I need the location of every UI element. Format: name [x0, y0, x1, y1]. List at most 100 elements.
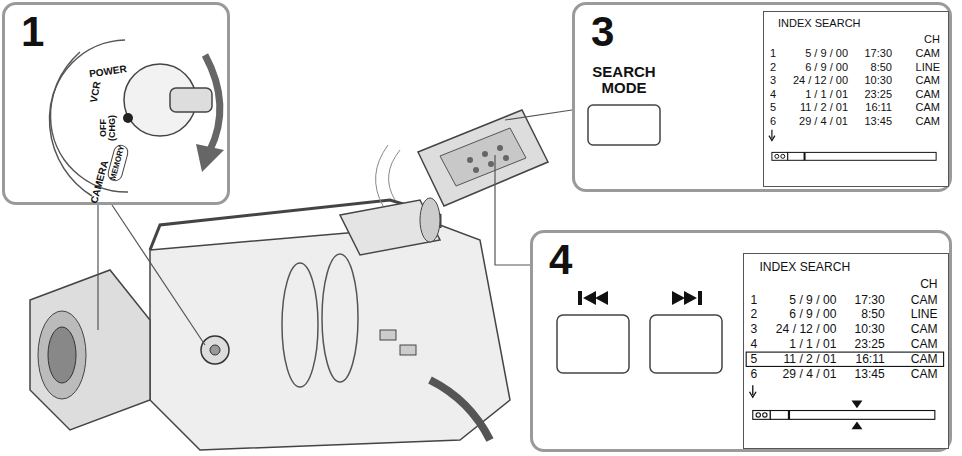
screen-text: CH: [904, 34, 940, 45]
grip-strap: [430, 380, 490, 440]
screen-text: LINE: [889, 308, 937, 320]
skip-forward-symbol: [684, 291, 697, 305]
viewfinder-eyepiece: [420, 198, 440, 242]
search-mode-button: [588, 105, 660, 145]
side-button: [380, 330, 396, 340]
lens-front: [38, 311, 86, 399]
search-point-marker: [851, 422, 862, 430]
scroll-arrow: [749, 392, 756, 398]
skip-forward-symbol: [672, 291, 685, 305]
screen-text: 29 / 4 / 01: [762, 368, 837, 380]
screen-text: CAM: [889, 353, 937, 365]
screen-text: 4: [746, 338, 757, 350]
index-screen: INDEX SEARCHCH15 / 9 / 0017:30CAM26 / 9 …: [743, 253, 949, 449]
screen-text: 1 / 1 / 01: [762, 338, 837, 350]
screen-text: 4: [766, 89, 776, 100]
screen-text: 10:30: [850, 75, 892, 86]
screen-text: 6 / 9 / 00: [762, 308, 837, 320]
power-dial-center: [210, 345, 220, 355]
tape-icon: [763, 413, 767, 417]
screen-text: 11 / 2 / 01: [762, 353, 837, 365]
tape-icon: [781, 154, 785, 158]
leader-line: [495, 155, 530, 265]
leader-line: [97, 205, 98, 330]
screen-text: 17:30: [850, 48, 892, 59]
remote-key: [482, 151, 488, 157]
screen-text: 24 / 12 / 00: [762, 323, 837, 335]
remote-keypad: [440, 128, 526, 186]
switch-position-label: OFF (CHG): [99, 113, 118, 143]
screen-text: 13:45: [839, 368, 885, 380]
lens-glass: [48, 327, 76, 383]
tape-icon: [775, 154, 779, 158]
remote-key: [473, 167, 479, 173]
screen-text: 5 / 9 / 00: [780, 48, 848, 59]
screen-text: 6: [746, 368, 757, 380]
dial-band: [50, 40, 128, 192]
skip-forward-symbol: [698, 291, 702, 305]
remote-key: [503, 155, 509, 161]
power-dial: [201, 336, 229, 364]
remote-key: [488, 161, 494, 167]
turn-arrowhead: [196, 144, 224, 172]
screen-text: 1: [746, 294, 757, 306]
switch-lever: [170, 88, 212, 112]
scroll-arrow: [771, 130, 772, 139]
skip-back-symbol: [583, 291, 596, 305]
turn-arrow: [205, 55, 220, 150]
screen-text: 5 / 9 / 00: [762, 294, 837, 306]
screen-graphics: [744, 254, 948, 448]
tape-position-bar: [770, 411, 935, 420]
ir-signal: [389, 150, 400, 200]
screen-text: 8:50: [850, 62, 892, 73]
switch-position-label: POWER: [78, 63, 139, 82]
remote-key: [467, 157, 473, 163]
screen-text: 23:25: [839, 338, 885, 350]
scroll-arrow: [769, 136, 775, 141]
screen-text: 24 / 12 / 00: [780, 75, 848, 86]
switch-pointer: [123, 113, 133, 123]
screen-text: 6: [766, 116, 776, 127]
tape-icon: [756, 413, 760, 417]
screen-text: 29 / 4 / 01: [780, 116, 848, 127]
screen-heading: INDEX SEARCH: [759, 261, 850, 273]
screen-text: 3: [766, 75, 776, 86]
search-point-marker: [851, 401, 862, 409]
screen-text: 2: [746, 308, 757, 320]
screen-heading: INDEX SEARCH: [778, 18, 861, 29]
screen-text: 11 / 2 / 01: [780, 102, 848, 113]
lens-ring: [322, 254, 358, 382]
screen-text: CH: [898, 278, 938, 290]
switch-position-label: MEMORY: [109, 143, 127, 184]
dial-band: [49, 52, 92, 196]
leader-line: [505, 110, 572, 120]
tape-position-mark: [788, 411, 790, 420]
screen-text: 1 / 1 / 01: [780, 89, 848, 100]
screen-text: CAM: [896, 116, 940, 127]
screen-text: 10:30: [839, 323, 885, 335]
remote-key: [497, 145, 503, 151]
tape-icon: [772, 152, 788, 160]
leader-line: [112, 205, 205, 345]
screen-text: CAM: [896, 102, 940, 113]
screen-text: 17:30: [839, 294, 885, 306]
index-screen: INDEX SEARCHCH15 / 9 / 0017:30CAM26 / 9 …: [763, 11, 949, 187]
callout-box: 3INDEX SEARCHCH15 / 9 / 0017:30CAM26 / 9…: [572, 2, 952, 192]
screen-text: CAM: [889, 294, 937, 306]
skip-back-symbol: [595, 291, 608, 305]
tape-position-mark: [804, 152, 806, 160]
lens-hood: [30, 270, 150, 430]
ir-signal: [376, 145, 388, 206]
screen-text: CAM: [889, 338, 937, 350]
screen-text: CAM: [896, 89, 940, 100]
screen-text: 13:45: [850, 116, 892, 127]
screen-text: 16:11: [850, 102, 892, 113]
side-button: [400, 345, 416, 355]
screen-text: 3: [746, 323, 757, 335]
screen-text: LINE: [896, 62, 940, 73]
button-label: SEARCH MODE: [569, 64, 679, 96]
skip-forward-button: [650, 315, 722, 373]
screen-text: 5: [746, 353, 757, 365]
remote-commander: [418, 110, 548, 206]
